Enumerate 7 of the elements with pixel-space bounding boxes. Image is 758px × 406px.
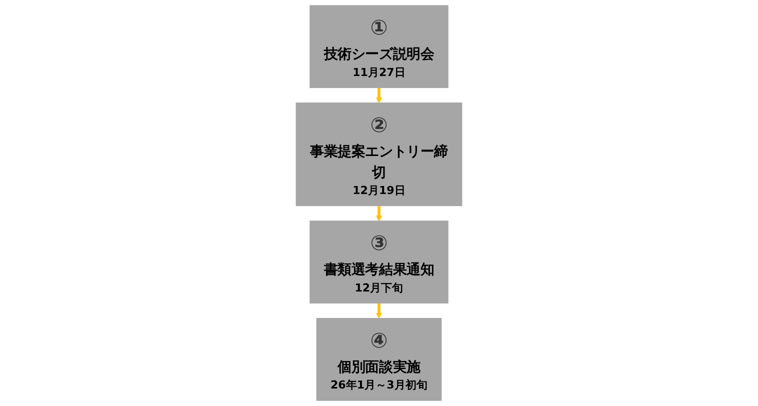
arrow [376, 206, 382, 222]
arrow [376, 303, 382, 319]
node-box: ③ 書類選考結果通知 12月下旬 [310, 220, 448, 304]
node-box: ① 技術シーズ説明会 11月27日 [310, 5, 448, 88]
node-box: ② 事業提案エントリー締切 12月19日 [296, 102, 462, 206]
node-box: ④ 個別面談実施 26年1月～3月初旬 [316, 318, 442, 401]
arrow [376, 88, 382, 104]
